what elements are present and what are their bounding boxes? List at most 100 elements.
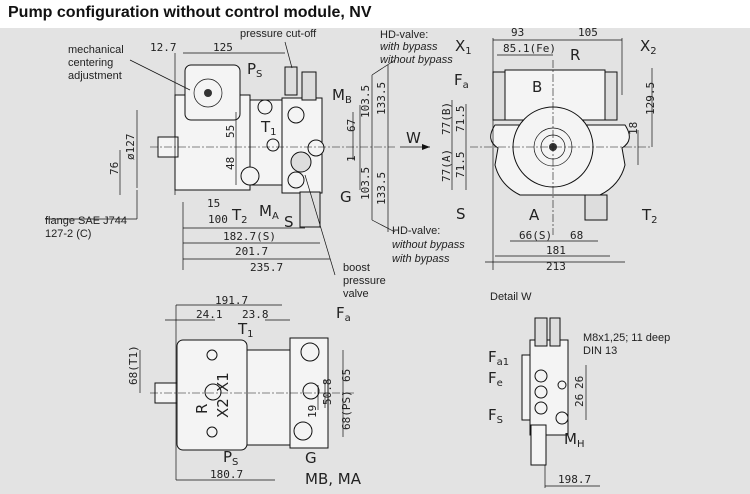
label-flange: flange SAE J744: [45, 215, 127, 227]
port-mb: MB: [332, 86, 352, 106]
front-view-labels: 93 105 X1 85.1(Fe) R X2 Fa B 77(B) 71.5 …: [440, 28, 658, 273]
detail-w-drawing: [521, 317, 600, 488]
dim-19: 19: [306, 405, 319, 418]
port-r: R: [193, 404, 211, 414]
dim-24-1: 24.1: [196, 308, 223, 321]
dim-12-7: 12.7: [150, 41, 177, 54]
label-din: DIN 13: [583, 345, 617, 357]
dim-100: 100: [208, 213, 228, 226]
port-ps: PS: [223, 448, 238, 468]
dim-213: 213: [546, 260, 566, 273]
port-fa: Fa: [454, 71, 469, 91]
port-x1: X1: [455, 37, 472, 57]
port-mb-ma: MB, MA: [305, 470, 362, 488]
dim-1: 1: [345, 155, 358, 162]
dim-50-8: 50.8: [321, 379, 334, 406]
port-x2: X2: [640, 37, 657, 57]
dim-68: 68: [570, 229, 583, 242]
label-centering: centering: [68, 57, 113, 69]
dim-77-b: 77(B): [440, 102, 453, 135]
port-x1: X1: [214, 372, 232, 392]
label-pressure-cutoff: pressure cut-off: [240, 28, 317, 40]
port-mh: MH: [564, 430, 584, 450]
dim-181: 181: [546, 244, 566, 257]
dim-71-5-top: 71.5: [454, 106, 467, 133]
dim-105: 105: [578, 28, 598, 39]
dim-198-7: 198.7: [558, 473, 591, 486]
dim-68-ps: 68(PS): [340, 390, 353, 430]
technical-drawing: pressure cut-off mechanical centering ad…: [0, 28, 750, 494]
dim-85-1-fe: 85.1(Fe): [503, 42, 556, 55]
label-hd-bot-with-bypass: with bypass: [392, 253, 450, 265]
port-b: B: [532, 78, 542, 96]
dim-129-5: 129.5: [644, 82, 657, 115]
dim-68-t1: 68(T1): [127, 345, 140, 385]
dim-103-5-top: 103.5: [359, 85, 372, 118]
dim-127-diameter: ø127: [124, 134, 137, 161]
detail-w-labels: Detail W M8x1,25; 11 deep DIN 13 Fa1 Fe …: [488, 291, 670, 486]
dim-76: 76: [108, 162, 121, 175]
port-t1: T1: [237, 320, 254, 340]
label-hd-valve-bottom: HD-valve:: [392, 225, 440, 237]
port-fa1: Fa1: [488, 348, 509, 368]
port-r: R: [570, 46, 580, 64]
dim-65: 65: [340, 369, 353, 382]
side-view-labels: pressure cut-off mechanical centering ad…: [45, 28, 465, 300]
label-hd-top-without-bypass: without bypass: [380, 54, 453, 66]
side-view-dimension-lines: [45, 41, 430, 276]
side-view-pump: [150, 64, 395, 228]
dim-18: 18: [627, 122, 640, 135]
dim-77-a: 77(A): [440, 149, 453, 182]
dim-93: 93: [511, 28, 524, 39]
label-thread: M8x1,25; 11 deep: [583, 332, 670, 344]
label-flange-size: 127-2 (C): [45, 228, 91, 240]
bottom-view-labels: 191.7 24.1 23.8 Fa T1 68(T1) X1 R X2 65 …: [127, 294, 362, 488]
label-adjustment: adjustment: [68, 70, 122, 82]
dim-201-7: 201.7: [235, 245, 268, 258]
dim-67: 67: [345, 119, 358, 132]
dim-55: 55: [224, 125, 237, 138]
label-mechanical: mechanical: [68, 44, 124, 56]
bottom-view-pump: [139, 304, 355, 481]
label-view-w: W: [406, 129, 421, 147]
label-valve: valve: [343, 288, 369, 300]
label-hd-bot-without-bypass: without bypass: [392, 239, 465, 251]
port-fa: Fa: [336, 304, 351, 324]
dim-182-7: 182.7(S): [223, 230, 276, 243]
label-boost: boost: [343, 262, 370, 274]
port-g: G: [340, 188, 352, 206]
dim-15: 15: [207, 197, 220, 210]
detail-w-title: Detail W: [490, 291, 532, 303]
port-s: S: [456, 205, 466, 223]
label-hd-valve-top: HD-valve:: [380, 29, 428, 41]
dim-103-5-bot: 103.5: [359, 167, 372, 200]
dim-23-8: 23.8: [242, 308, 269, 321]
port-t2: T2: [231, 206, 248, 226]
port-x2: X2: [214, 398, 232, 418]
port-ps: PS: [247, 60, 262, 80]
dim-125: 125: [213, 41, 233, 54]
dim-71-5-bot: 71.5: [454, 152, 467, 179]
port-ma: MA: [259, 202, 279, 222]
label-hd-top-with-bypass: with bypass: [380, 41, 438, 53]
port-t2: T2: [641, 206, 658, 226]
port-t1: T1: [260, 118, 277, 138]
dim-133-5-bot: 133.5: [375, 172, 388, 205]
dim-191-7: 191.7: [215, 294, 248, 307]
dim-180-7: 180.7: [210, 468, 243, 481]
dim-133-5-top: 133.5: [375, 82, 388, 115]
page-title: Pump configuration without control modul…: [8, 4, 372, 21]
dim-235-7: 235.7: [250, 261, 283, 274]
port-fe: Fe: [488, 369, 503, 389]
label-pressure: pressure: [343, 275, 386, 287]
dim-26-b: 26: [573, 394, 586, 407]
dim-66-s: 66(S): [519, 229, 552, 242]
port-a: A: [529, 206, 540, 224]
port-s: S: [284, 213, 294, 231]
dim-48: 48: [224, 157, 237, 170]
port-g: G: [305, 449, 317, 467]
port-fs: FS: [488, 406, 503, 426]
drawing-background: [0, 28, 750, 494]
front-view-pump: [451, 38, 653, 270]
dim-26-a: 26: [573, 376, 586, 389]
